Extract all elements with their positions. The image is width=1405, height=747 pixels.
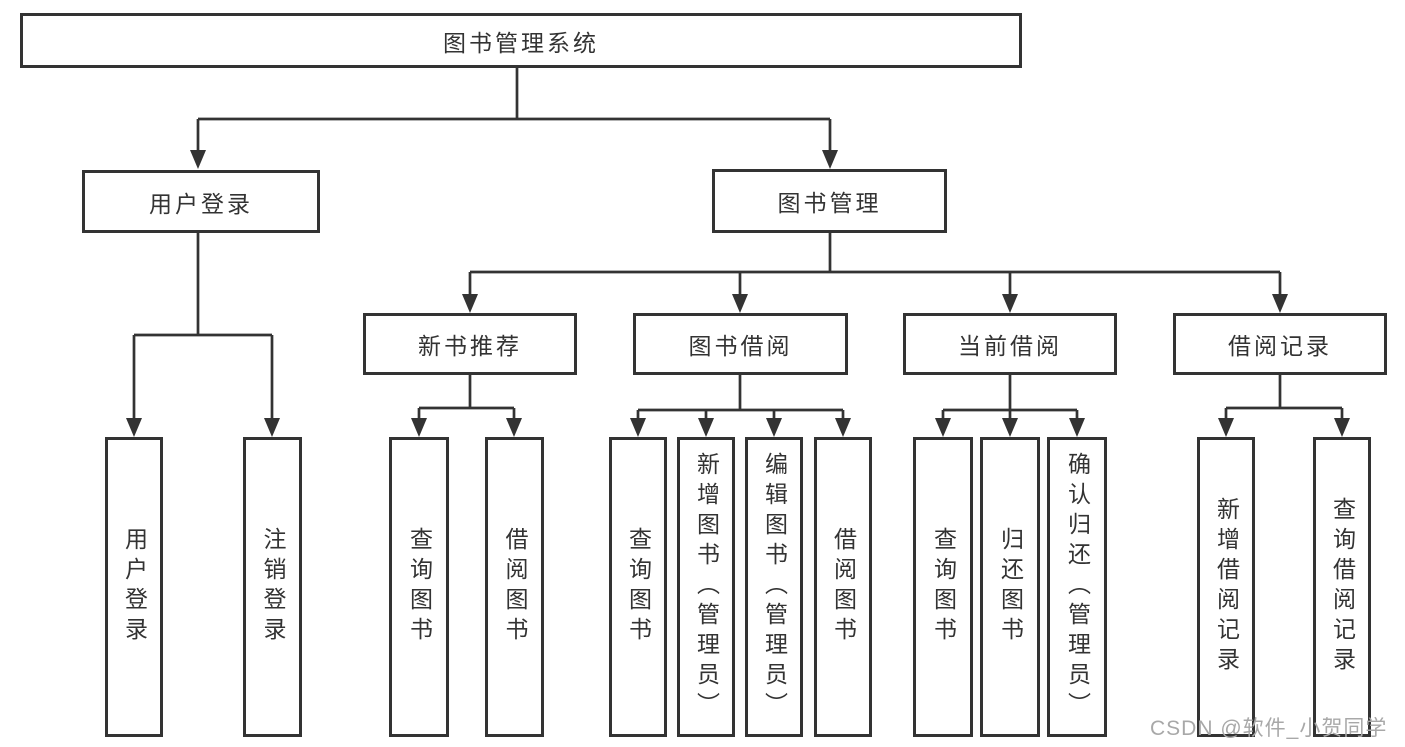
branch-user-login: 用户登录 — [82, 170, 320, 233]
module-borrow-records-label: 借阅记录 — [1228, 333, 1332, 359]
leaf-user-login-label: 用户登录 — [121, 527, 148, 647]
leaf-borrow-books-recommend: 借阅图书 — [485, 437, 544, 737]
branch-user-login-label: 用户登录 — [149, 190, 253, 217]
leaf-borrow-books-recommend-label: 借阅图书 — [502, 527, 528, 647]
leaf-add-borrow-record-label: 新增借阅记录 — [1213, 497, 1240, 677]
leaf-edit-books-admin: 编辑图书（管理员） — [745, 437, 803, 737]
module-current-borrow-label: 当前借阅 — [958, 333, 1062, 359]
leaf-user-login: 用户登录 — [105, 437, 163, 737]
branch-book-mgmt: 图书管理 — [712, 169, 947, 233]
module-borrow-records: 借阅记录 — [1173, 313, 1387, 375]
leaf-borrow-books-label: 借阅图书 — [830, 527, 857, 647]
leaf-query-books-current: 查询图书 — [913, 437, 973, 737]
leaf-confirm-return-admin-label: 确认归还（管理员） — [1064, 452, 1091, 722]
leaf-edit-books-admin-label: 编辑图书（管理员） — [761, 452, 788, 722]
leaf-return-books: 归还图书 — [980, 437, 1040, 737]
leaf-add-books-admin: 新增图书（管理员） — [677, 437, 735, 737]
leaf-query-books-current-label: 查询图书 — [930, 527, 957, 647]
root-node-label: 图书管理系统 — [443, 29, 599, 56]
leaf-borrow-books: 借阅图书 — [814, 437, 872, 737]
leaf-query-books-borrow: 查询图书 — [609, 437, 667, 737]
module-new-book-recommend: 新书推荐 — [363, 313, 577, 375]
leaf-confirm-return-admin: 确认归还（管理员） — [1047, 437, 1107, 737]
module-book-borrow: 图书借阅 — [633, 313, 848, 375]
module-new-book-recommend-label: 新书推荐 — [418, 333, 522, 359]
module-book-borrow-label: 图书借阅 — [688, 333, 793, 359]
leaf-query-borrow-record: 查询借阅记录 — [1313, 437, 1371, 737]
leaf-query-books-recommend: 查询图书 — [389, 437, 449, 737]
leaf-add-books-admin-label: 新增图书（管理员） — [693, 452, 720, 722]
leaf-query-books-borrow-label: 查询图书 — [625, 527, 652, 647]
leaf-logout: 注销登录 — [243, 437, 302, 737]
leaf-logout-label: 注销登录 — [260, 527, 286, 647]
branch-book-mgmt-label: 图书管理 — [777, 190, 882, 216]
module-current-borrow: 当前借阅 — [903, 313, 1117, 375]
root-node: 图书管理系统 — [20, 13, 1022, 68]
watermark: CSDN @软件_小贺同学 — [1150, 717, 1388, 740]
leaf-query-books-recommend-label: 查询图书 — [406, 527, 433, 647]
leaf-add-borrow-record: 新增借阅记录 — [1197, 437, 1255, 737]
leaf-query-borrow-record-label: 查询借阅记录 — [1329, 497, 1356, 677]
leaf-return-books-label: 归还图书 — [997, 527, 1024, 647]
